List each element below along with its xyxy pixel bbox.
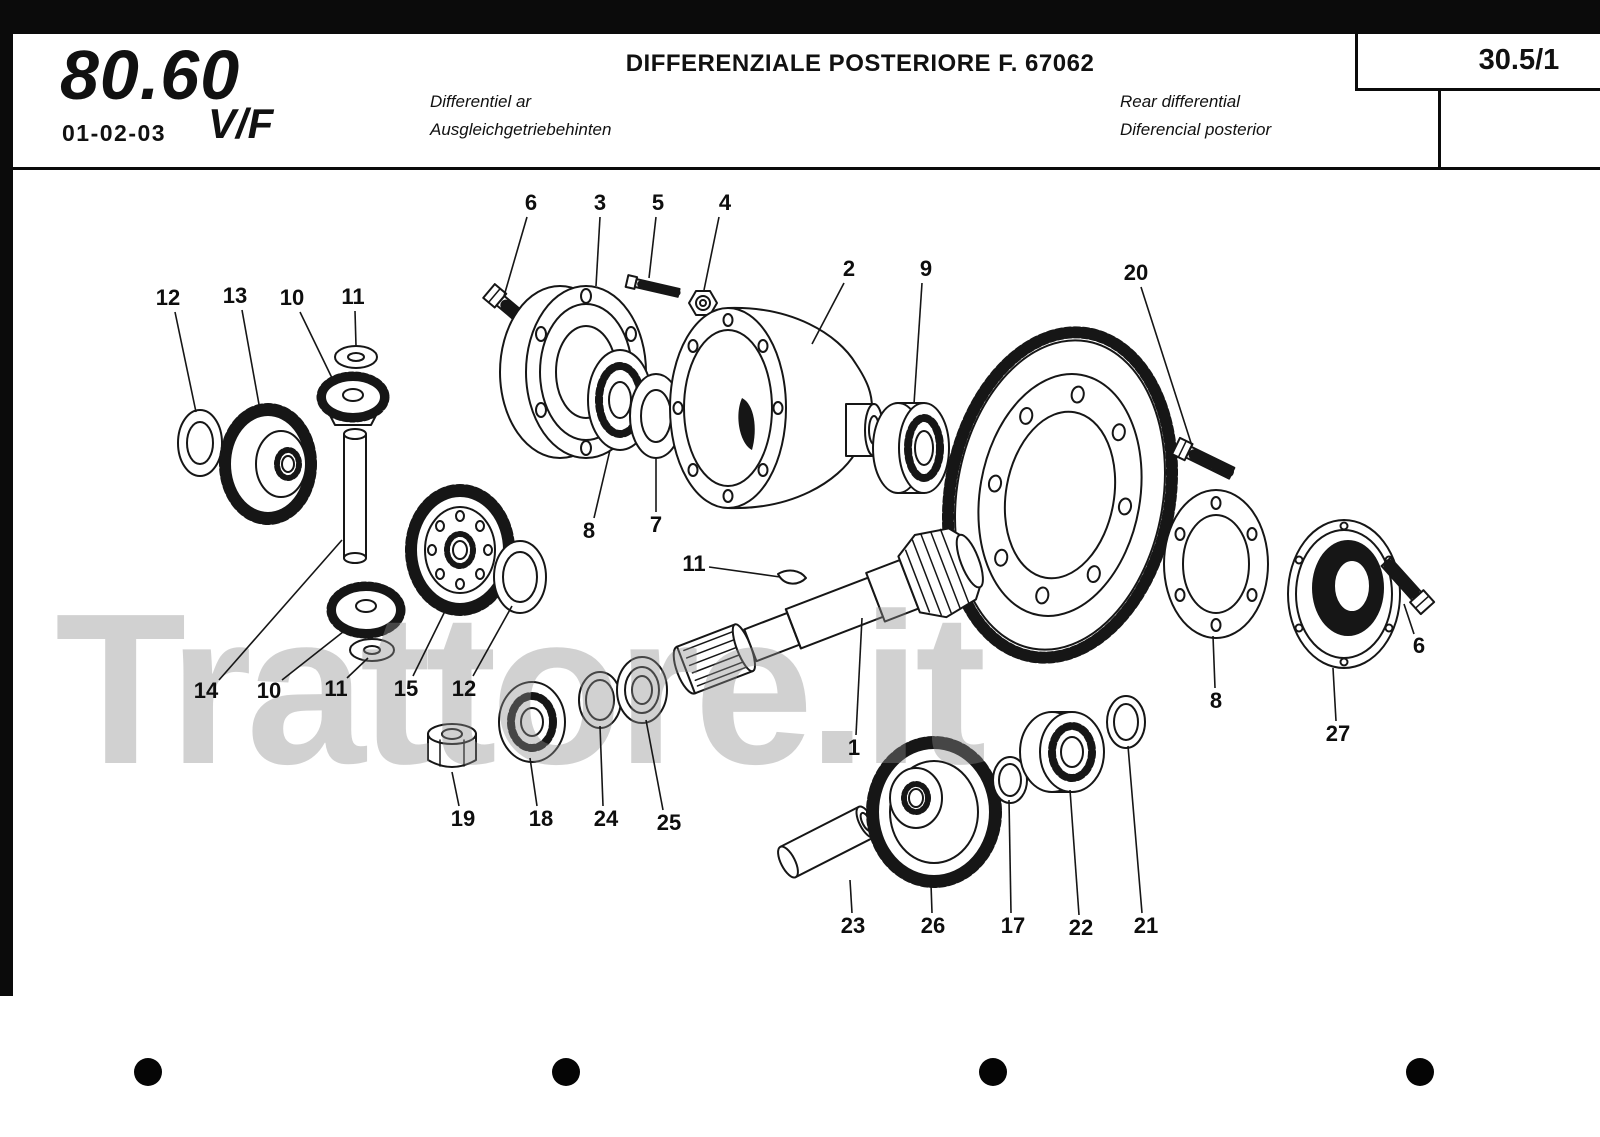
- pageref-box-line-v2: [1438, 88, 1441, 170]
- bolt-5: [624, 274, 682, 298]
- left-border: [0, 34, 13, 996]
- part-callout-8: 8: [582, 518, 596, 543]
- crown-wheel-gear: [941, 326, 1179, 664]
- part-callout-4: 4: [718, 190, 732, 215]
- page-reference: 30.5/1: [1478, 44, 1560, 76]
- page-title: DIFFERENZIALE POSTERIORE F. 67062: [625, 50, 1095, 77]
- pageref-box-line-h: [1355, 88, 1600, 91]
- part-callout-20: 20: [1123, 260, 1149, 285]
- side-gear-15: [405, 484, 515, 616]
- binder-hole: [552, 1058, 580, 1086]
- bolt-6-right: [1380, 556, 1436, 616]
- thrust-washer-11-lower: [349, 638, 395, 662]
- part-callout-10: 10: [256, 678, 282, 703]
- part-callout-19: 19: [450, 806, 476, 831]
- nut-4: [688, 290, 718, 316]
- part-callout-11: 11: [682, 551, 706, 576]
- part-callout-25: 25: [656, 810, 682, 835]
- part-callout-9: 9: [919, 256, 933, 281]
- part-callout-27: 27: [1325, 721, 1351, 746]
- part-callout-23: 23: [840, 913, 866, 938]
- part-callout-15: 15: [393, 676, 419, 701]
- bearing-cone-25: [616, 656, 668, 724]
- part-callout-17: 17: [1000, 913, 1026, 938]
- bearing-22: [1019, 711, 1105, 793]
- ring-21: [1106, 695, 1146, 749]
- subtitle-de: Ausgleichgetriebehinten: [430, 120, 612, 139]
- bearing-plate-8-right: [1163, 489, 1269, 639]
- shim-ring-12-right: [493, 540, 547, 614]
- top-border: [0, 0, 1600, 34]
- part-callout-6: 6: [524, 190, 538, 215]
- catalog-code: 01-02-03: [62, 120, 167, 146]
- part-callout-24: 24: [593, 806, 619, 831]
- logo-variant: V/F: [208, 100, 274, 147]
- binder-hole: [979, 1058, 1007, 1086]
- part-callout-7: 7: [649, 512, 663, 537]
- spur-gear-26: [866, 736, 1002, 888]
- part-callout-1: 1: [847, 735, 861, 760]
- hub-27: [1287, 519, 1401, 669]
- subtitle-es: Diferencial posterior: [1120, 120, 1272, 139]
- part-callout-12: 12: [451, 676, 477, 701]
- part-callout-18: 18: [528, 806, 554, 831]
- subtitle-en: Rear differential: [1120, 92, 1241, 111]
- binder-hole: [134, 1058, 162, 1086]
- part-callout-6: 6: [1412, 633, 1426, 658]
- part-callout-5: 5: [651, 190, 665, 215]
- diff-housing-2: [669, 306, 884, 510]
- cross-shaft-14: [343, 428, 367, 564]
- spacer-ring-7: [629, 373, 683, 459]
- part-callout-11: 11: [324, 676, 348, 701]
- bevel-gear-10-lower: [326, 581, 406, 639]
- woodruff-key-11: [777, 569, 807, 585]
- part-callout-26: 26: [920, 913, 946, 938]
- pageref-box-line-v1: [1355, 34, 1358, 90]
- nut-19: [427, 723, 477, 768]
- bearing-9: [872, 402, 950, 494]
- bolt-20: [1171, 436, 1236, 480]
- bevel-gear-13: [219, 403, 317, 525]
- subtitle-fr: Differentiel ar: [430, 92, 532, 111]
- bevel-gear-10-upper: [316, 371, 390, 426]
- part-callout-14: 14: [193, 678, 219, 703]
- part-callout-3: 3: [593, 190, 607, 215]
- part-callout-8: 8: [1209, 688, 1223, 713]
- ring-24: [578, 671, 622, 729]
- spacer-tube-23: [777, 805, 878, 879]
- part-callout-13: 13: [222, 283, 248, 308]
- pinion-shaft-1: [672, 527, 984, 695]
- thrust-washer-11-upper: [334, 345, 378, 369]
- part-callout-22: 22: [1068, 915, 1094, 940]
- binder-hole: [1406, 1058, 1434, 1086]
- part-callout-10: 10: [279, 285, 305, 310]
- part-callout-21: 21: [1133, 913, 1159, 938]
- bearing-flange-3: [499, 285, 647, 459]
- part-callout-12: 12: [155, 285, 181, 310]
- logo-model: 80.60: [60, 36, 241, 114]
- bearing-18: [498, 681, 566, 763]
- subtitle-left: Differentiel ar Ausgleichgetriebehinten: [430, 88, 611, 144]
- part-callout-2: 2: [842, 256, 856, 281]
- header-rule: [13, 167, 1600, 170]
- ring-17: [992, 756, 1028, 804]
- bearing-8-mid: [587, 349, 653, 451]
- subtitle-right: Rear differential Diferencial posterior: [1120, 88, 1271, 144]
- part-callout-11: 11: [341, 284, 365, 309]
- shim-ring-12-left: [177, 409, 223, 477]
